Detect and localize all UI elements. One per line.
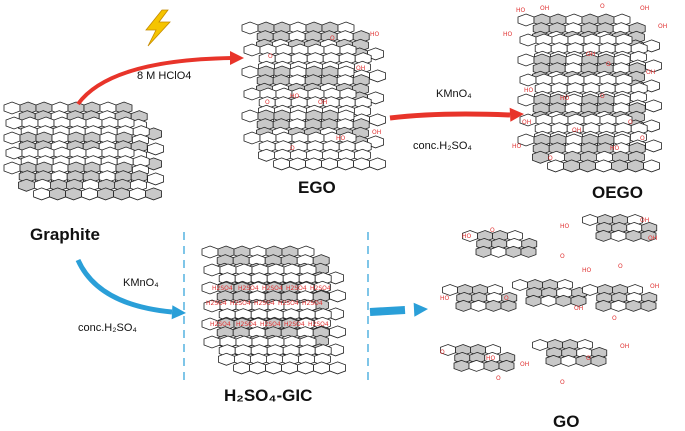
svg-text:H2SO4: H2SO4 [308,321,329,328]
svg-text:O: O [600,3,605,10]
svg-text:OH: OH [356,65,365,72]
svg-text:HO: HO [524,87,534,94]
svg-text:OH: OH [372,129,381,136]
svg-text:O: O [560,253,565,260]
svg-text:OH: OH [522,119,531,126]
svg-text:HO: HO [336,135,346,142]
svg-text:H2SO4: H2SO4 [210,321,231,328]
svg-text:O: O [612,315,617,322]
svg-text:H2SO4: H2SO4 [254,300,275,307]
svg-text:H2SO4: H2SO4 [286,285,307,292]
svg-text:O: O [268,53,273,60]
svg-text:OH: OH [658,23,667,30]
svg-text:OH: OH [318,99,327,106]
kmno4-top-reagent-label: KMnO₄ [436,88,472,100]
oego-label: OEGO [592,183,643,203]
svg-text:OH: OH [640,217,649,224]
oego-stack [518,14,662,172]
svg-text:HO: HO [486,355,496,362]
blue-arrow-gic-to-go [370,310,405,312]
graphite-stack [4,102,164,200]
svg-text:OH: OH [648,235,657,242]
svg-text:O: O [490,227,495,234]
svg-text:H2SO4: H2SO4 [302,300,323,307]
svg-text:O: O [628,119,633,126]
gic-stack [202,246,346,374]
svg-text:O: O [265,99,270,106]
svg-text:O: O [290,145,295,152]
red-arrow-head-ego [230,51,244,65]
kmno4-bottom-reagent-label: KMnO₄ [123,277,159,289]
svg-text:H2SO4: H2SO4 [310,285,331,292]
svg-text:O: O [504,295,509,302]
svg-text:HO: HO [370,31,380,38]
svg-text:O: O [600,93,605,100]
go-label: GO [553,412,579,431]
svg-text:HO: HO [582,267,592,274]
svg-text:O: O [330,35,335,42]
svg-text:OH: OH [620,343,629,350]
h2so4-bottom-reagent-label: conc.H₂SO₄ [78,322,137,334]
svg-text:OH: OH [572,127,581,134]
graphite-label: Graphite [30,225,100,245]
svg-text:O: O [548,155,553,162]
svg-text:H2SO4: H2SO4 [238,285,259,292]
ego-stack [242,22,386,170]
gic-label: H₂SO₄-GIC [224,386,312,406]
svg-text:OH: OH [520,361,529,368]
svg-text:O: O [440,349,445,356]
svg-text:O: O [496,375,501,382]
svg-text:H2SO4: H2SO4 [262,285,283,292]
svg-text:HO: HO [462,233,472,240]
svg-text:H2SO4: H2SO4 [230,300,251,307]
svg-text:O: O [586,355,591,362]
svg-text:OH: OH [640,5,649,12]
svg-text:O: O [640,135,645,142]
svg-text:OH: OH [650,283,659,290]
svg-text:O: O [618,263,623,270]
svg-text:OH: OH [574,305,583,312]
svg-text:H2SO4: H2SO4 [260,321,281,328]
svg-text:HO: HO [512,143,522,150]
svg-text:HO: HO [503,31,513,38]
svg-text:HO: HO [516,7,526,14]
svg-text:H2SO4: H2SO4 [278,300,299,307]
hclo4-reagent-label: 8 M HClO4 [137,70,191,82]
svg-text:H2SO4: H2SO4 [236,321,257,328]
ego-label: EGO [298,178,336,198]
svg-text:H2SO4: H2SO4 [206,300,227,307]
svg-text:H2SO4: H2SO4 [284,321,305,328]
red-arrow-ego-to-oego [390,114,510,118]
svg-text:OH: OH [540,5,549,12]
svg-text:OH: OH [586,51,595,58]
svg-text:HO: HO [440,295,450,302]
svg-text:O: O [606,61,611,68]
blue-arrow-head-go [414,303,428,317]
svg-text:H2SO4: H2SO4 [212,285,233,292]
lightning-bolt-icon [146,10,170,46]
svg-text:HO: HO [560,223,570,230]
svg-text:HO: HO [610,145,620,152]
svg-text:HO: HO [290,93,300,100]
svg-text:O: O [560,379,565,386]
svg-text:HO: HO [560,95,570,102]
svg-text:OH: OH [646,69,655,76]
h2so4-top-reagent-label: conc.H₂SO₄ [413,140,472,152]
